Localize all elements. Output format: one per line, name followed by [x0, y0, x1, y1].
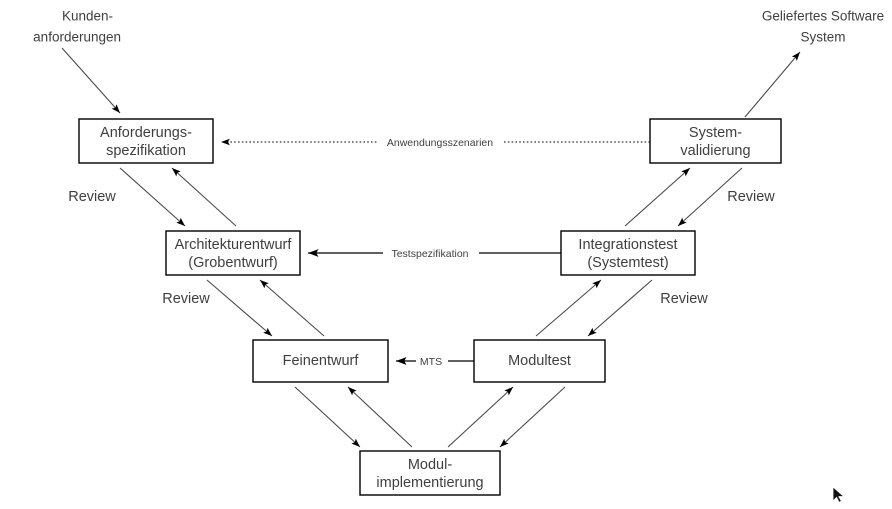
io-label-line: Kunden-: [62, 9, 113, 24]
edge-label-anwendungsszenarien: Anwendungsszenarien: [387, 137, 493, 149]
edge-feinentwurf-to-modulimplementierung: [294, 386, 361, 448]
edge-testspezifikation: Testspezifikation: [308, 245, 561, 261]
box-label-line: Anforderungs-: [100, 125, 192, 141]
box-label-line: System-: [689, 125, 742, 141]
box-feinentwurf[interactable]: Feinentwurf: [252, 339, 389, 383]
box-label-line: validierung: [680, 143, 750, 159]
edge-architekturentwurf-to-feinentwurf: [206, 279, 273, 337]
edge-anforderungsspezifikation-to-architekturentwurf: [119, 167, 186, 227]
edge-architekturentwurf-to-anforderungsspezifikation: [171, 167, 237, 227]
edge-systemvalidierung-to-integrationstest: [677, 167, 743, 227]
box-label-line: Modultest: [508, 353, 571, 369]
box-label-line: Architekturentwurf: [175, 237, 293, 253]
review-label-left-bottom: Review: [162, 291, 210, 307]
edge-mts: MTS: [396, 353, 474, 369]
box-label-line: Feinentwurf: [283, 353, 360, 369]
box-anforderungsspezifikation[interactable]: Anforderungs- spezifikation: [78, 118, 214, 164]
edge-modultest-to-modulimplementierung: [499, 386, 566, 448]
box-label-line: Modul-: [408, 457, 452, 473]
mouse-pointer-icon: [832, 486, 845, 503]
edge-label-testspezifikation: Testspezifikation: [391, 248, 468, 260]
edge-systemvalidierung-to-geliefertes-system: [744, 51, 801, 118]
box-label-line: (Grobentwurf): [188, 255, 277, 271]
box-label-line: spezifikation: [106, 143, 186, 159]
edge-modulimplementierung-to-feinentwurf: [347, 386, 413, 448]
edge-feinentwurf-to-architekturentwurf: [259, 279, 325, 337]
box-label-line: implementierung: [376, 475, 483, 491]
io-label-line: anforderungen: [33, 30, 121, 45]
box-systemvalidierung[interactable]: System- validierung: [649, 118, 782, 164]
io-label-line: System: [800, 30, 845, 45]
io-label-line: Geliefertes Software: [762, 9, 884, 24]
edge-anwendungsszenarien: Anwendungsszenarien: [221, 134, 650, 150]
io-label-geliefertes-software-system: Geliefertes Software System: [762, 9, 884, 45]
review-label-right-top: Review: [727, 189, 775, 205]
box-label-line: (Systemtest): [587, 255, 668, 271]
edge-kundenanforderungen-to-anforderungsspezifikation: [61, 47, 121, 114]
edge-label-mts: MTS: [420, 356, 442, 368]
edge-modulimplementierung-to-modultest: [447, 386, 514, 448]
io-label-kundenanforderungen: Kunden- anforderungen: [33, 9, 121, 45]
box-modulimplementierung[interactable]: Modul- implementierung: [359, 450, 501, 496]
edge-modultest-to-integrationstest: [535, 279, 602, 337]
box-integrationstest[interactable]: Integrationstest (Systemtest): [560, 230, 696, 276]
box-modultest[interactable]: Modultest: [473, 339, 606, 383]
box-architekturentwurf[interactable]: Architekturentwurf (Grobentwurf): [165, 230, 301, 276]
box-label-line: Integrationstest: [578, 237, 677, 253]
edge-integrationstest-to-systemvalidierung: [624, 167, 691, 227]
edge-integrationstest-to-modultest: [587, 279, 653, 337]
review-label-right-bottom: Review: [660, 291, 708, 307]
review-label-left-top: Review: [68, 189, 116, 205]
